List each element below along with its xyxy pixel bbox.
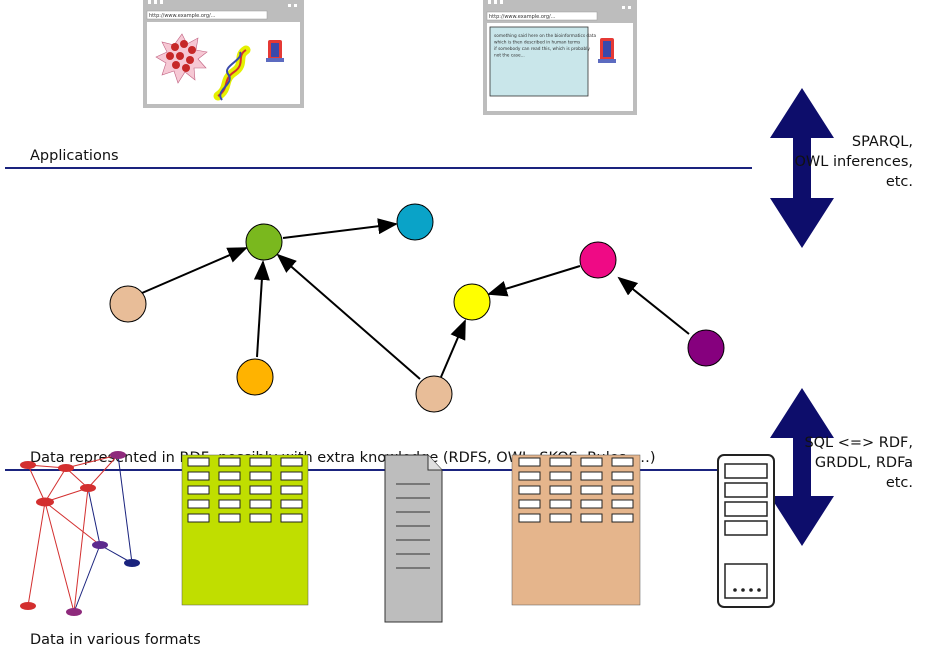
right-browser-text-line: something said here on the bioinformatic…	[494, 33, 596, 39]
table-cell	[580, 485, 603, 495]
table-cell	[518, 471, 541, 481]
graph-edge	[253, 260, 270, 358]
browser-window-left: http://www.example.org/...	[143, 0, 304, 108]
applications-label: Applications	[30, 148, 119, 164]
graph-node-orange	[236, 358, 274, 396]
table-cell	[187, 485, 210, 495]
table-cell	[187, 471, 210, 481]
table-cell	[218, 485, 241, 495]
table-cell	[549, 485, 572, 495]
table-cell	[249, 485, 272, 495]
top-arrow-text-line: OWL inferences,	[795, 154, 914, 170]
document-icon	[384, 454, 443, 623]
table-cell	[280, 457, 303, 467]
table-cell	[218, 499, 241, 509]
green-table-icon	[181, 454, 309, 606]
bottom-arrow-text-line: GRDDL, RDFa	[815, 455, 913, 471]
right-browser-text-line: which is then described in human terms	[494, 40, 581, 46]
right-browser-text-line: not the case...	[494, 53, 525, 59]
graph-node-pink	[579, 241, 617, 279]
table-cell	[280, 485, 303, 495]
server-icon	[717, 454, 775, 608]
bottom-arrow-caption: SQL <=> RDF, GRDDL, RDFa etc.	[804, 435, 913, 491]
table-cell	[280, 499, 303, 509]
bottom-arrow-text-line: etc.	[886, 475, 913, 491]
graph-edge	[141, 247, 248, 294]
bottom-arrow-text-line: SQL <=> RDF,	[804, 435, 913, 451]
table-cell	[280, 513, 303, 523]
graph-edge	[282, 218, 398, 239]
dna-helix-icon	[213, 45, 251, 101]
table-cell	[218, 513, 241, 523]
table-cell	[580, 499, 603, 509]
table-cell	[549, 471, 572, 481]
graph-node-tan-2	[415, 375, 453, 413]
molecule-image-icon	[155, 33, 208, 84]
browser-window-right: http://www.example.org/... something sai…	[483, 0, 637, 115]
table-cell	[249, 513, 272, 523]
table-cell	[249, 499, 272, 509]
table-cell	[580, 471, 603, 481]
table-cell	[549, 499, 572, 509]
browser-url-right: http://www.example.org/...	[489, 14, 556, 20]
top-arrow-text-line: SPARQL,	[852, 134, 913, 150]
table-cell	[249, 471, 272, 481]
microscope-icon-right	[598, 38, 616, 63]
table-cell	[518, 457, 541, 467]
table-cell	[611, 513, 634, 523]
bottom-double-arrow	[770, 388, 834, 546]
tan-table-icon	[511, 454, 641, 606]
top-double-arrow	[770, 88, 834, 248]
table-cell	[549, 457, 572, 467]
table-cell	[580, 513, 603, 523]
graph-edge	[440, 319, 466, 378]
table-cell	[518, 513, 541, 523]
browser-url-left: http://www.example.org/...	[149, 13, 216, 19]
table-cell	[187, 513, 210, 523]
graph-node-green	[245, 223, 283, 261]
top-arrow-caption: SPARQL, OWL inferences, etc.	[795, 134, 914, 190]
table-cell	[187, 457, 210, 467]
table-cell	[611, 485, 634, 495]
table-cell	[611, 471, 634, 481]
table-cell	[549, 513, 572, 523]
graph-node-teal	[396, 203, 434, 241]
table-cell	[218, 471, 241, 481]
graph-edge	[276, 253, 421, 380]
browser-text-block: something said here on the bioinformatic…	[494, 33, 596, 59]
table-cell	[187, 499, 210, 509]
table-cell	[518, 499, 541, 509]
table-cell	[280, 471, 303, 481]
table-cell	[249, 457, 272, 467]
table-cell	[611, 457, 634, 467]
graph-node-purple	[687, 329, 725, 367]
graph-node-tan	[109, 285, 147, 323]
rdf-graph	[109, 203, 725, 413]
table-cell	[518, 485, 541, 495]
graph-edge	[487, 265, 581, 297]
graph-edge	[617, 276, 690, 335]
top-arrow-text-line: etc.	[886, 174, 913, 190]
right-browser-text-line: if somebody can read this, which is prob…	[494, 46, 590, 52]
formats-label: Data in various formats	[30, 632, 201, 648]
microscope-icon	[266, 40, 284, 62]
table-cell	[611, 499, 634, 509]
table-cell	[218, 457, 241, 467]
graph-node-yellow	[453, 283, 491, 321]
table-cell	[580, 457, 603, 467]
network-graph-icon	[20, 451, 140, 616]
